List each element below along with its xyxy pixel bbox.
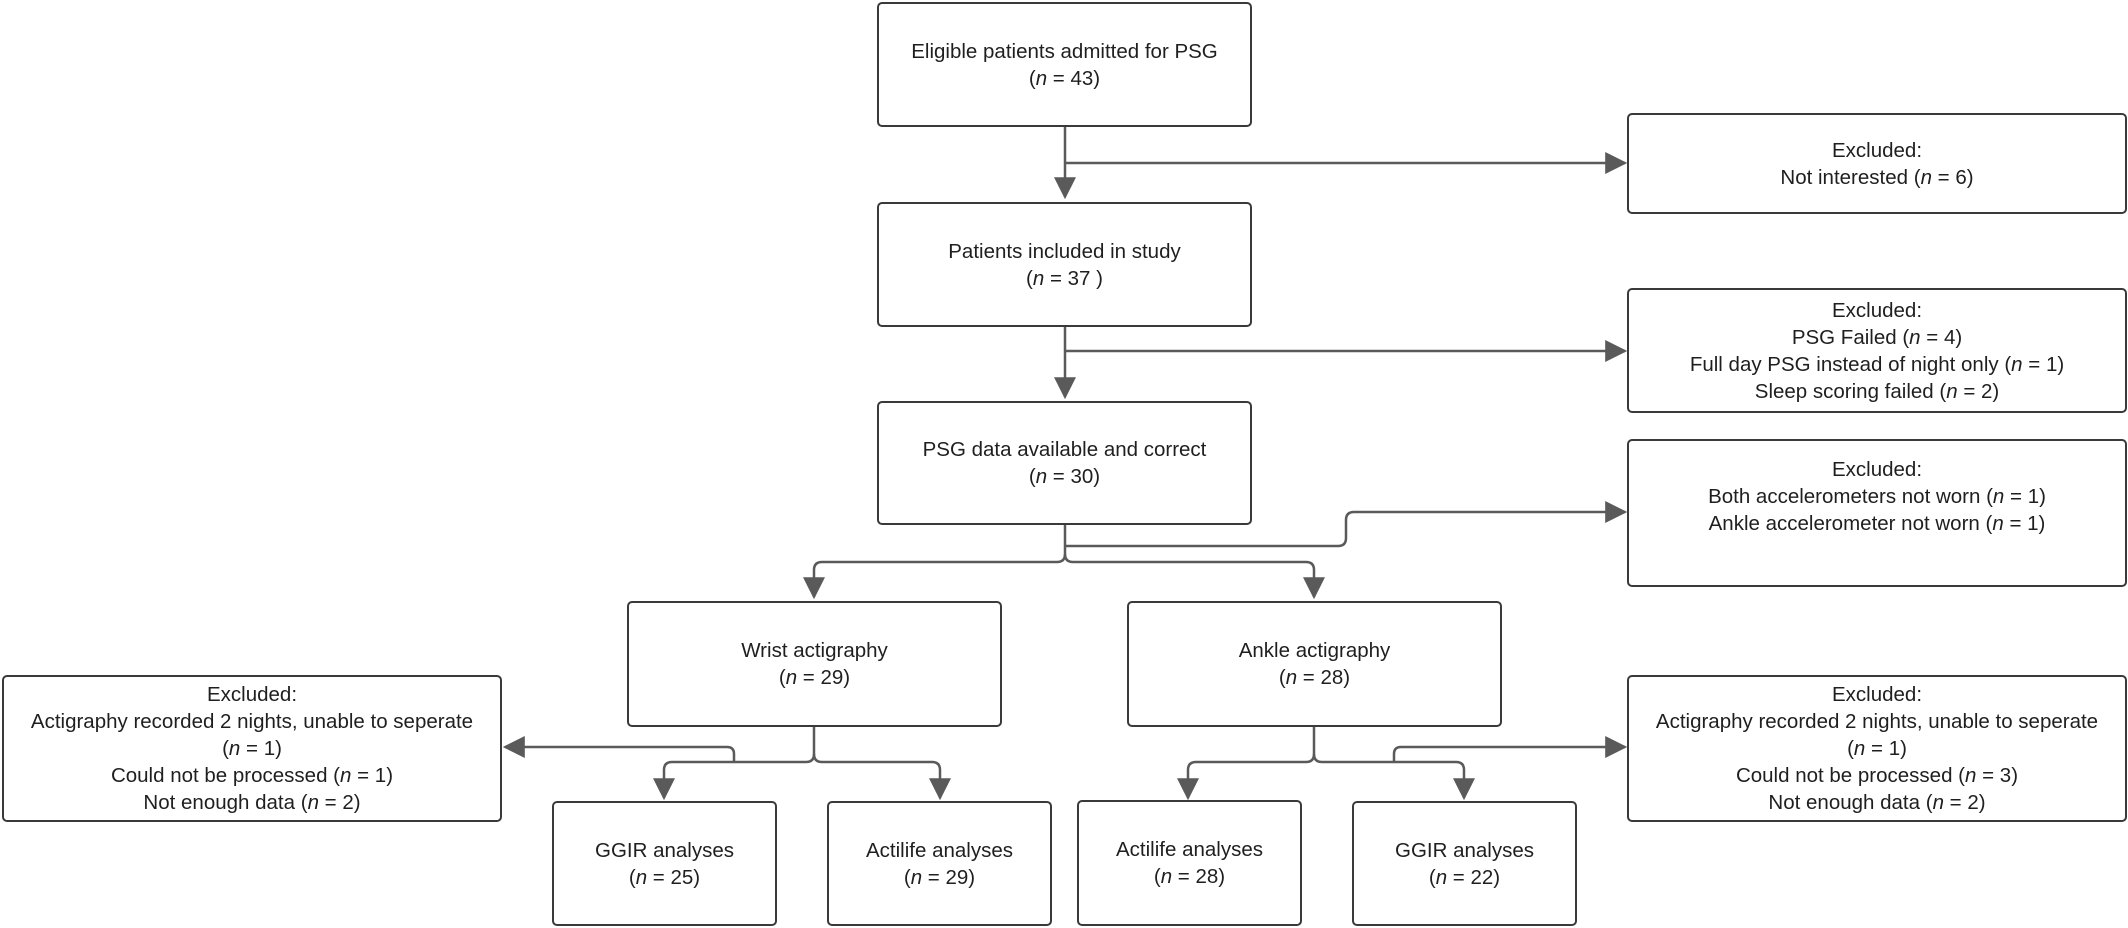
exclusion-header: Excluded: <box>1831 138 1923 162</box>
n-symbol: n <box>785 666 798 689</box>
exclusion-reason: Actigraphy recorded 2 nights, unable to … <box>30 710 474 733</box>
count: 29 <box>945 865 969 889</box>
n-symbol: n <box>635 865 648 889</box>
node-title: Actilife analyses <box>1116 838 1263 861</box>
count: 30 <box>1070 465 1094 488</box>
node-title: Eligible patients admitted for PSG <box>911 39 1218 63</box>
node-psg-data: PSG data available and correct (n = 30) <box>877 401 1252 525</box>
arrow-ankle-to-actilife <box>1177 727 1316 801</box>
node-patients-included: Patients included in study (n = 37 ) <box>877 202 1252 327</box>
count: 22 <box>1470 865 1494 889</box>
count: 37 <box>1067 266 1091 290</box>
exclusion-reason: PSG Failed (n = 4) <box>1791 325 1963 349</box>
node-title: Wrist actigraphy <box>741 639 888 662</box>
count: 29 <box>820 666 844 689</box>
node-title: Patients included in study <box>948 239 1181 263</box>
count: 25 <box>670 865 694 889</box>
n-symbol: n <box>1160 865 1173 888</box>
exclusion-reason: Not interested (n = 6) <box>1780 165 1974 189</box>
node-title: Actilife analyses <box>866 838 1013 862</box>
exclusion-header: Excluded: <box>1831 683 1923 706</box>
exclusion-reason: Not enough data (n = 2) <box>1768 791 1986 814</box>
node-wrist-actigraphy: Wrist actigraphy (n = 29) <box>627 601 1002 727</box>
node-ankle-actigraphy: Ankle actigraphy (n = 28) <box>1127 601 1502 727</box>
exclusion-reason: Could not be processed (n = 3) <box>1735 764 2019 787</box>
node-ggir-ankle: GGIR analyses (n = 22) <box>1352 801 1577 926</box>
exclusion-reason-count: (n = 1) <box>222 737 282 760</box>
exclusion-accelerometers: Excluded: Both accelerometers not worn (… <box>1627 439 2127 587</box>
node-title: GGIR analyses <box>595 838 734 862</box>
exclusion-reason: Both accelerometers not worn (n = 1) <box>1708 485 2046 508</box>
node-ggir-wrist: GGIR analyses (n = 25) <box>552 801 777 926</box>
n-symbol: n <box>1035 465 1048 488</box>
arrow-wrist-to-ggir <box>653 727 816 801</box>
count: 28 <box>1195 865 1219 888</box>
exclusion-reason: Actigraphy recorded 2 nights, unable to … <box>1655 710 2099 733</box>
exclusion-reason-count: (n = 1) <box>1847 737 1907 760</box>
exclusion-reason: Not enough data (n = 2) <box>143 791 361 814</box>
arrow-wrist-to-exclusion <box>502 736 736 762</box>
node-actilife-ankle: Actilife analyses (n = 28) <box>1077 800 1302 926</box>
node-title: GGIR analyses <box>1395 838 1534 862</box>
node-actilife-wrist: Actilife analyses (n = 29) <box>827 801 1052 926</box>
count: 28 <box>1320 666 1344 689</box>
n-symbol: n <box>1285 666 1298 689</box>
n-symbol: n <box>1032 266 1045 290</box>
n-symbol: n <box>1435 865 1448 889</box>
arrow-ankle-to-ggir <box>1312 753 1475 801</box>
exclusion-reason: Ankle accelerometer not worn (n = 1) <box>1708 512 2046 535</box>
arrow-ankle-to-exclusion <box>1392 736 1628 762</box>
node-title: Ankle actigraphy <box>1238 639 1391 662</box>
count: 43 <box>1070 66 1094 90</box>
exclusion-reason: Full day PSG instead of night only (n = … <box>1689 352 2065 376</box>
arrow-to-exclusion-accelerometers <box>1065 501 1628 548</box>
exclusion-ankle: Excluded: Actigraphy recorded 2 nights, … <box>1627 675 2127 822</box>
arrow-psg-to-wrist <box>803 525 1067 600</box>
node-eligible-patients: Eligible patients admitted for PSG (n = … <box>877 2 1252 127</box>
exclusion-wrist: Excluded: Actigraphy recorded 2 nights, … <box>2 675 502 822</box>
exclusion-header: Excluded: <box>1831 458 1923 481</box>
exclusion-header: Excluded: <box>206 683 298 706</box>
arrow-wrist-to-actilife <box>812 753 951 801</box>
node-title: PSG data available and correct <box>922 438 1207 461</box>
exclusion-psg-failed: Excluded: PSG Failed (n = 4) Full day PS… <box>1627 288 2127 413</box>
exclusion-not-interested: Excluded: Not interested (n = 6) <box>1627 113 2127 214</box>
exclusion-header: Excluded: <box>1831 298 1923 322</box>
n-symbol: n <box>910 865 923 889</box>
exclusion-reason: Sleep scoring failed (n = 2) <box>1754 379 2000 403</box>
arrow-psg-to-ankle <box>1063 553 1325 600</box>
n-symbol: n <box>1035 66 1048 90</box>
exclusion-reason: Could not be processed (n = 1) <box>110 764 394 787</box>
